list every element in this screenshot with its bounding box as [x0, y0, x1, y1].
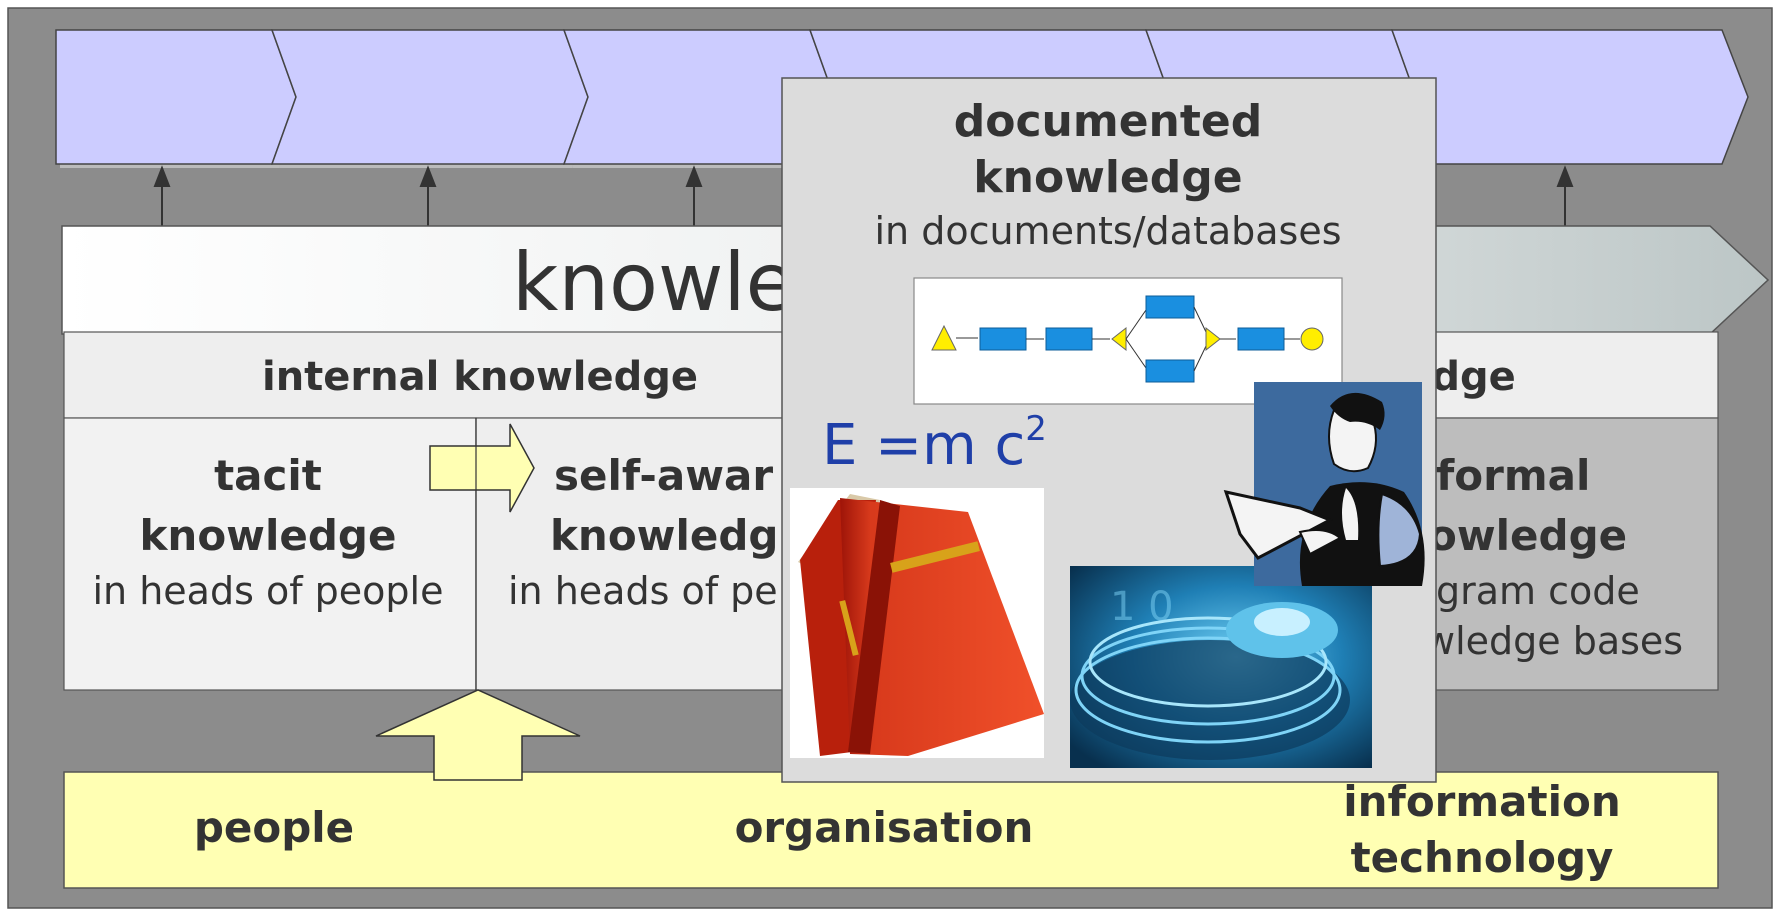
documented-title-1: documented: [954, 96, 1263, 147]
tacit-knowledge-cell: [63, 417, 477, 691]
information-technology-label-2: technology: [1351, 833, 1614, 882]
tacit-title-1: tacit: [214, 451, 322, 500]
formal-knowledge-cell: [1399, 417, 1719, 691]
svg-text:1 0: 1 0: [1110, 584, 1174, 630]
organisation-label: organisation: [735, 803, 1034, 852]
emc2-formula: E =m c2: [822, 409, 1047, 478]
people-label: people: [194, 803, 354, 852]
documented-title-2: knowledge: [973, 152, 1242, 203]
self-aware-title-2: knowledg: [550, 511, 779, 560]
documented-knowledge-panel: documented knowledge in documents/databa…: [781, 77, 1437, 783]
book-picture: [790, 488, 1044, 758]
internal-knowledge-header: internal knowledge: [262, 354, 698, 400]
self-aware-subtitle: in heads of pe: [508, 569, 778, 613]
enablers-bar: [63, 771, 1719, 889]
support-arrows: [153, 165, 1574, 226]
formal-title-1: formal: [1436, 451, 1590, 500]
documented-subtitle: in documents/databases: [874, 209, 1341, 253]
formal-subtitle-2: wledge bases: [1424, 619, 1683, 663]
knowledge-banner-title: knowle: [512, 236, 795, 329]
information-technology-label-1: information: [1343, 777, 1620, 826]
organisation-up-arrow: [375, 689, 581, 781]
self-aware-title-1: self-awar: [554, 451, 773, 500]
hard-disk-picture: 1 0: [1070, 566, 1372, 768]
reader-picture: [1223, 382, 1425, 586]
tacit-title-2: knowledge: [140, 511, 397, 560]
tacit-subtitle: in heads of people: [93, 569, 444, 613]
formal-title-2: owledge: [1428, 511, 1627, 560]
process-chevron-6: [1390, 29, 1749, 165]
self-aware-knowledge-cell: [475, 417, 817, 691]
formal-subtitle-1: gram code: [1436, 569, 1640, 613]
externalization-arrow: [429, 423, 535, 513]
